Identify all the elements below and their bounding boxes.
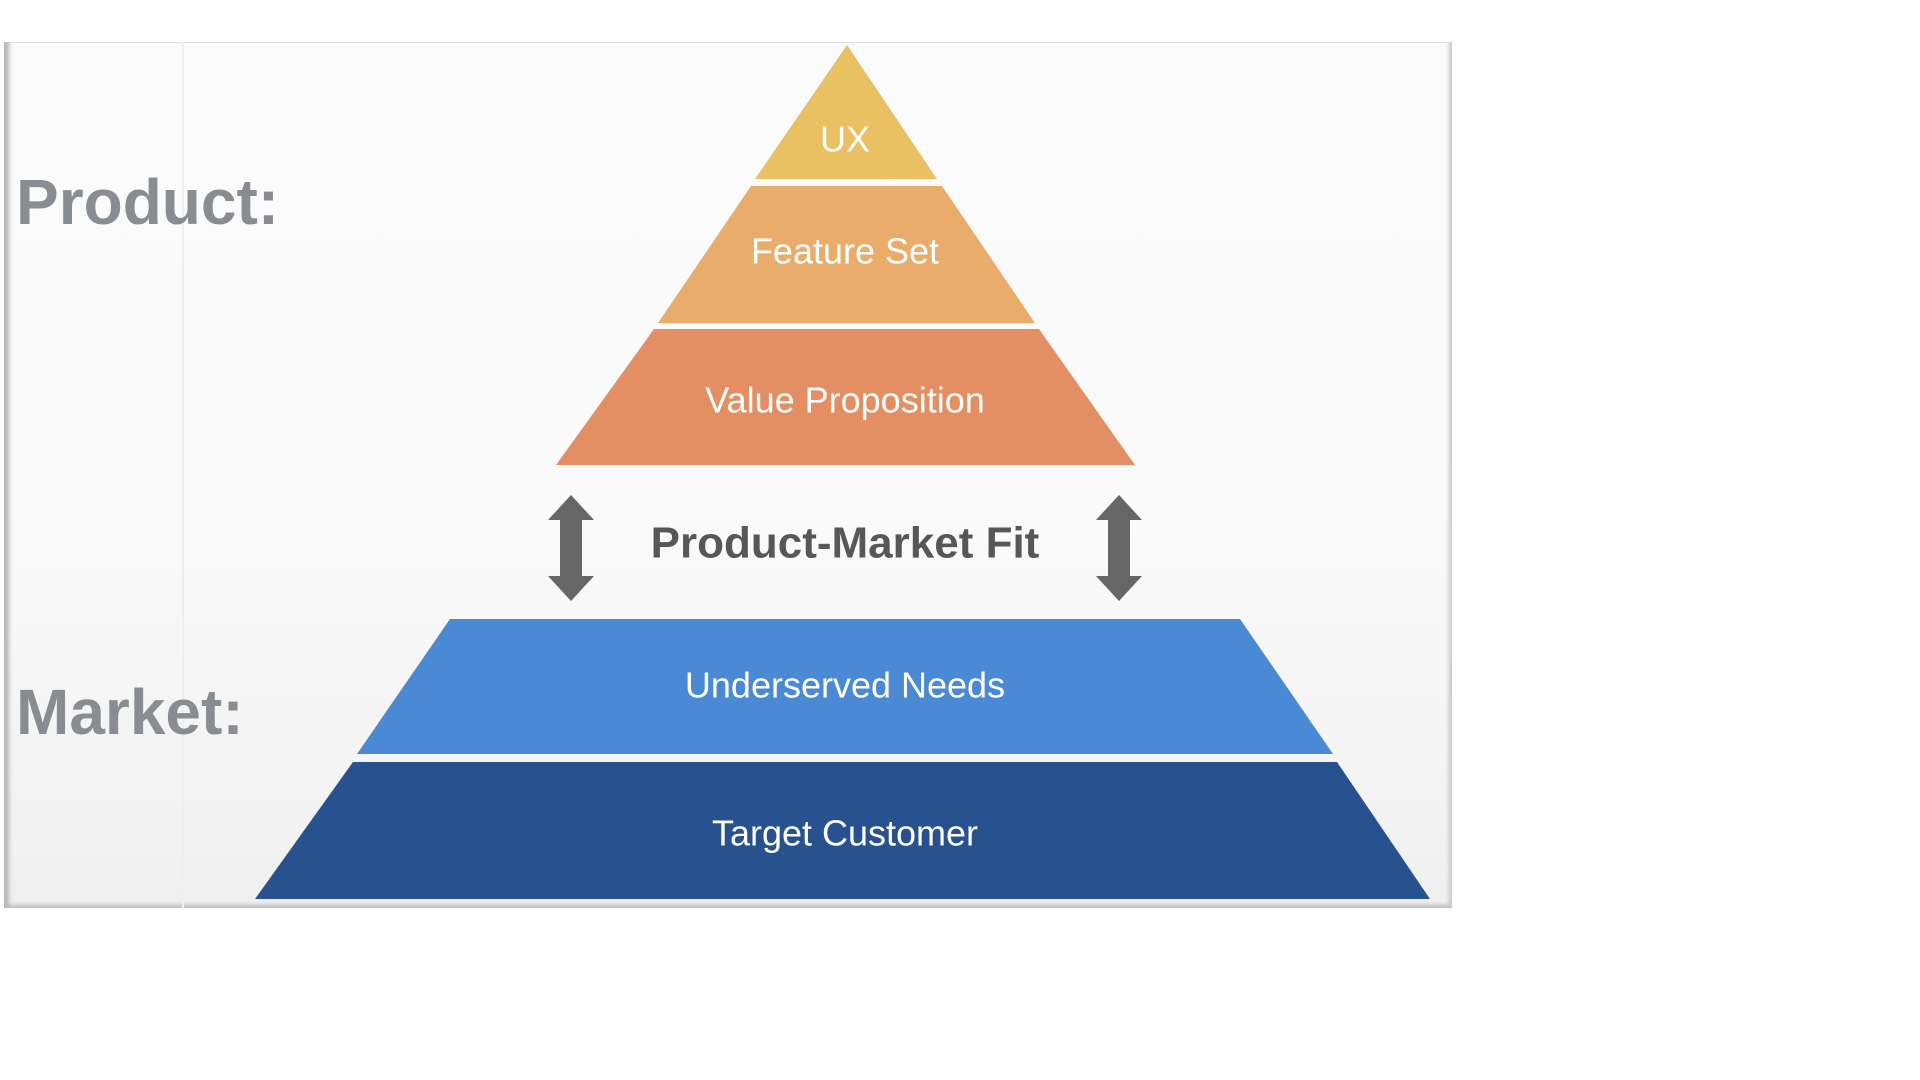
product-market-fit-label: Product-Market Fit [651,519,1040,568]
double-arrow-left-icon [548,495,594,601]
layer-underserved-needs [357,619,1333,754]
slide-divider-line [182,42,184,908]
double-arrow-right-icon [1096,495,1142,601]
layer-feature-set [658,186,1035,323]
layer-underserved-needs-label: Underserved Needs [685,665,1005,706]
layer-value-proposition [556,329,1135,465]
pyramid-diagram: UX Feature Set Value Proposition Product… [255,45,1430,899]
layer-value-proposition-label: Value Proposition [705,380,985,421]
layer-target-customer-label: Target Customer [712,813,978,854]
layer-feature-set-label: Feature Set [751,231,939,272]
layer-target-customer [255,762,1430,899]
layer-ux-label: UX [820,119,870,160]
market-label: Market: [16,676,244,748]
layer-ux [755,45,937,179]
product-label: Product: [16,166,280,238]
